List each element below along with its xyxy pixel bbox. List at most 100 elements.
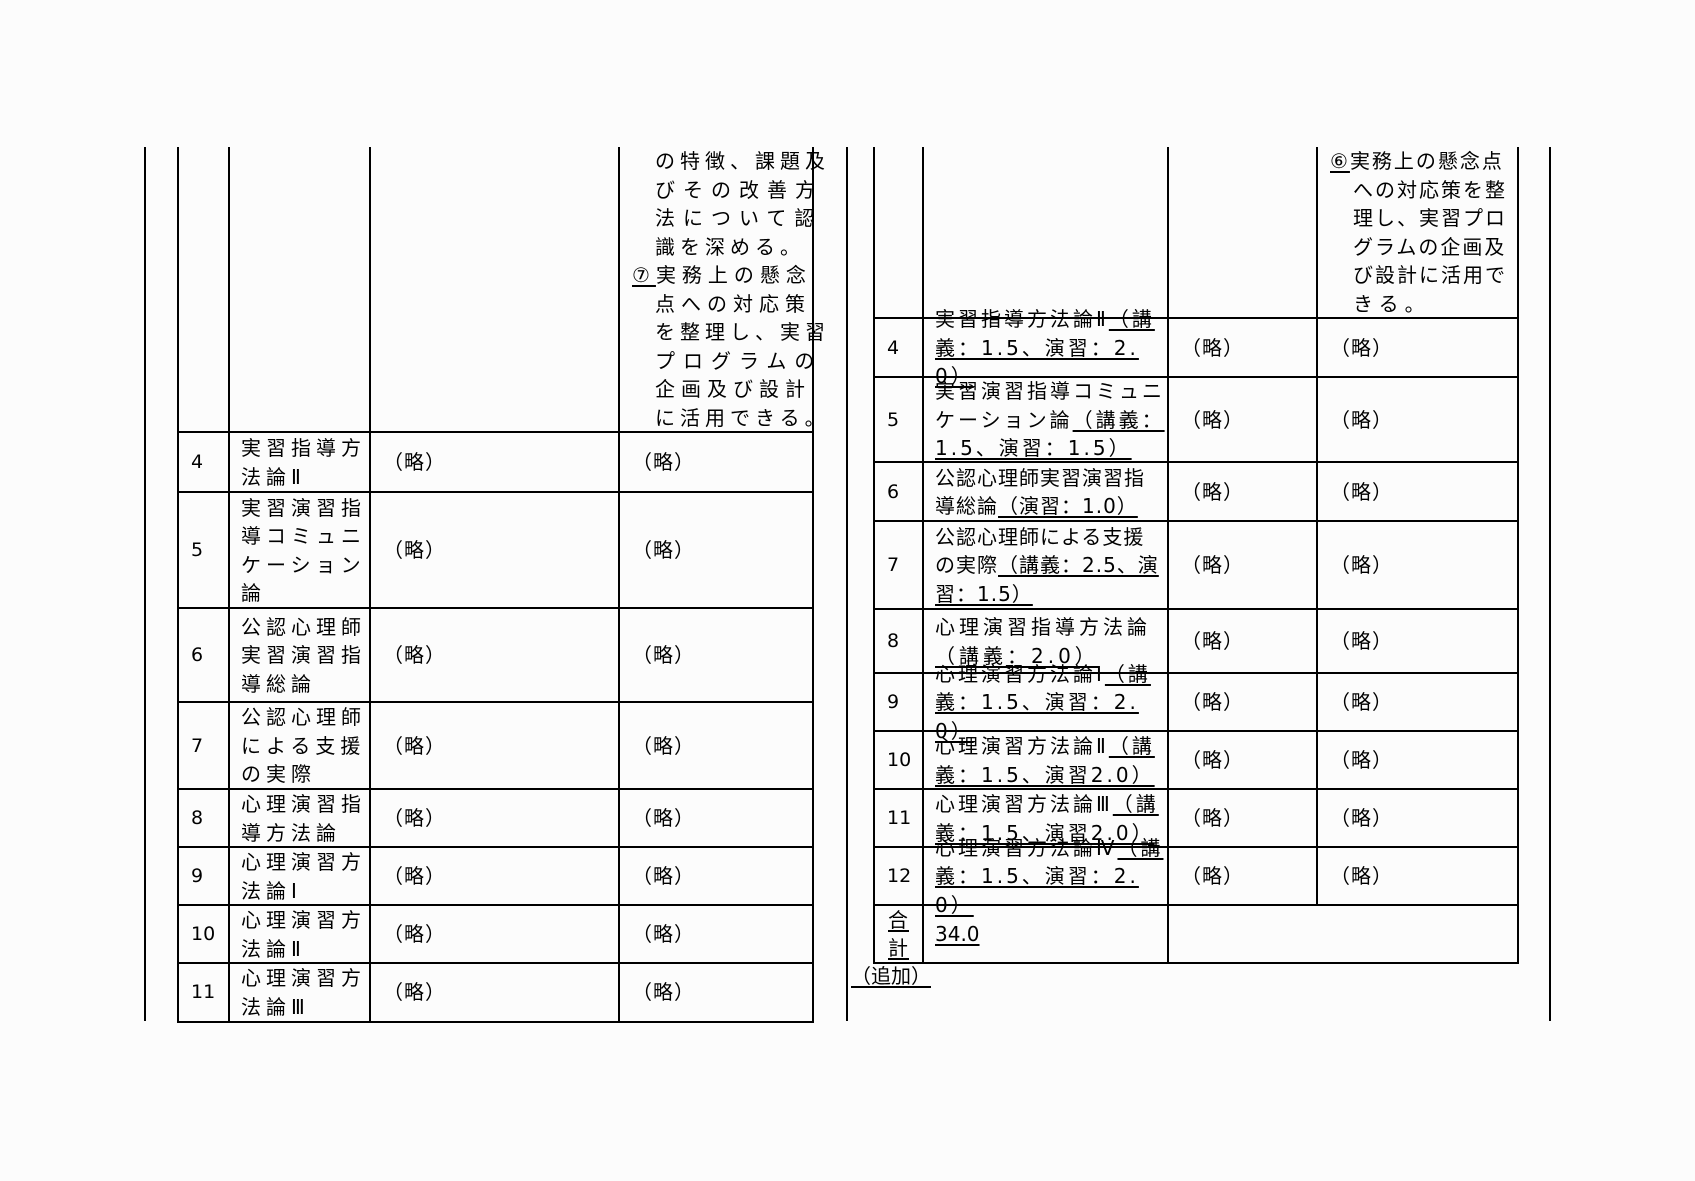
total-value-cell: 34.0 (922, 904, 1169, 964)
left-row-name: 心理演習方法論Ⅲ (228, 962, 370, 1023)
total-label-cell: 合計 (873, 904, 924, 964)
right-cont-name-cell (922, 147, 1169, 319)
right-row-content: （略） (1167, 846, 1318, 905)
left-row-name: 実習演習指導コミュニケーション論 (228, 491, 370, 608)
left-row-goal: （略） (618, 788, 814, 847)
goal-line: 企画及び設計 (655, 377, 811, 401)
right-row-content: （略） (1167, 317, 1318, 377)
left-row-name: 心理演習指導方法論 (228, 788, 370, 847)
right-row-name: 実習演習指導コミュニケーション論（講義：1.5、演習：1.5） (922, 376, 1169, 462)
left-cont-content-cell (369, 147, 620, 433)
right-row-content: （略） (1167, 520, 1318, 609)
total-label: 合計 (888, 908, 909, 960)
right-row-no: 11 (873, 788, 924, 847)
left-row-content: （略） (369, 846, 620, 905)
left-row-content: （略） (369, 491, 620, 608)
total-value: 34.0 (935, 921, 980, 946)
goal-line: 点への対応策 (655, 291, 811, 316)
right-row-content: （略） (1167, 672, 1318, 731)
left-row-no: 5 (177, 491, 229, 608)
right-row-no: 10 (873, 730, 924, 789)
right-cont-no-cell (873, 147, 924, 319)
right-row-no: 8 (873, 608, 924, 673)
right-row-goal: （略） (1316, 520, 1519, 609)
right-row-goal: （略） (1316, 608, 1519, 673)
right-row-no: 6 (873, 461, 924, 521)
goal-line: きる。 (1353, 291, 1431, 316)
total-empty-cell (1167, 904, 1519, 964)
right-row-goal: （略） (1316, 376, 1519, 462)
left-row-name: 心理演習方法論Ⅰ (228, 846, 370, 905)
right-row-content: （略） (1167, 730, 1318, 789)
goal-line: に活用できる。 (655, 405, 830, 430)
left-row-content: （略） (369, 962, 620, 1023)
left-row-name: 公認心理師による支援の実際 (228, 701, 370, 789)
goal-line: の特徴、課題及 (655, 149, 830, 173)
right-row-goal: （略） (1316, 846, 1519, 905)
left-row-name: 公認心理師実習演習指導総論 (228, 607, 370, 702)
hours-amendment: （講義：2.5、演習：1.5） (935, 553, 1159, 606)
right-row-no: 9 (873, 672, 924, 731)
left-row-no: 6 (177, 607, 229, 702)
right-row-name: 公認心理師による支援の実際（講義：2.5、演習：1.5） (922, 520, 1169, 609)
left-row-goal: （略） (618, 607, 814, 702)
right-row-goal: （略） (1316, 730, 1519, 789)
right-row-content: （略） (1167, 608, 1318, 673)
right-row-name: 心理演習方法論Ⅳ（講義：1.5、演習：2.0） (922, 836, 1169, 917)
left-row-goal: （略） (618, 846, 814, 905)
goal-line: 理し、実習プロ (1353, 206, 1507, 230)
hours-amendment: （演習：1.0） (998, 494, 1138, 518)
right-row-goal: （略） (1316, 788, 1519, 847)
hours-amendment: （講義：1.5、演習2.0） (935, 792, 1159, 845)
left-row-no: 11 (177, 962, 229, 1023)
goal-line: びその改善方 (655, 177, 823, 202)
hours-amendment: （講義：1.5、演習2.0） (935, 734, 1155, 787)
left-row-goal: （略） (618, 904, 814, 963)
right-row-name: 心理演習指導方法論（講義：2.0） (922, 608, 1169, 673)
right-cont-content-cell (1167, 147, 1318, 319)
goal-6-line: ⑥実務上の懸念点 (1330, 149, 1504, 173)
goal-line: を整理し、実習 (655, 320, 830, 344)
left-row-goal: （略） (618, 491, 814, 608)
right-cont-goal-cell: ⑥実務上の懸念点 への対応策を整 理し、実習プロ グラムの企画及 び設計に活用で… (1316, 147, 1519, 319)
goal-6-marker: ⑥ (1330, 149, 1350, 173)
left-row-no: 10 (177, 904, 229, 963)
left-row-content: （略） (369, 788, 620, 847)
goal-line: グラムの企画及 (1353, 234, 1507, 259)
left-row-content: （略） (369, 431, 620, 492)
right-panel-outer-line-left (846, 147, 848, 1021)
right-row-name: 心理演習方法論Ⅰ（講義：1.5、演習：2.0） (922, 662, 1169, 743)
right-row-no: 7 (873, 520, 924, 609)
left-row-content: （略） (369, 607, 620, 702)
hours-amendment: （講義：2.0） (935, 643, 1099, 668)
left-cont-name-cell (228, 147, 370, 433)
right-row-name: 実習指導方法論Ⅱ（講義：1.5、演習：2.0） (922, 307, 1169, 388)
left-row-name: 心理演習方法論Ⅱ (228, 904, 370, 963)
hours-amendment: （講義：1.5、演習：1.5） (935, 407, 1165, 461)
right-row-no: 5 (873, 376, 924, 462)
right-row-name: 公認心理師実習演習指導総論（演習：1.0） (922, 461, 1169, 521)
right-row-name: 心理演習方法論Ⅲ（講義：1.5、演習2.0） (922, 788, 1169, 847)
right-row-goal: （略） (1316, 672, 1519, 731)
left-panel-outer-line (144, 147, 146, 1021)
goal-line: プログラムの (655, 348, 823, 373)
left-row-goal: （略） (618, 431, 814, 492)
left-row-no: 4 (177, 431, 229, 492)
right-row-content: （略） (1167, 788, 1318, 847)
goal-line: 法について認 (655, 206, 823, 230)
goal-7-marker: ⑦ (632, 263, 656, 287)
left-row-content: （略） (369, 904, 620, 963)
left-row-goal: （略） (618, 962, 814, 1023)
right-row-no: 12 (873, 846, 924, 905)
goal-line: 識を深める。 (655, 234, 805, 259)
left-cont-no-cell (177, 147, 229, 433)
right-row-content: （略） (1167, 376, 1318, 462)
goal-line: び設計に活用で (1353, 263, 1507, 287)
right-row-goal: （略） (1316, 317, 1519, 377)
left-row-no: 7 (177, 701, 229, 789)
right-row-content: （略） (1167, 461, 1318, 521)
left-row-no: 8 (177, 788, 229, 847)
right-row-goal: （略） (1316, 461, 1519, 521)
left-row-name: 実習指導方法論Ⅱ (228, 431, 370, 492)
left-row-goal: （略） (618, 701, 814, 789)
